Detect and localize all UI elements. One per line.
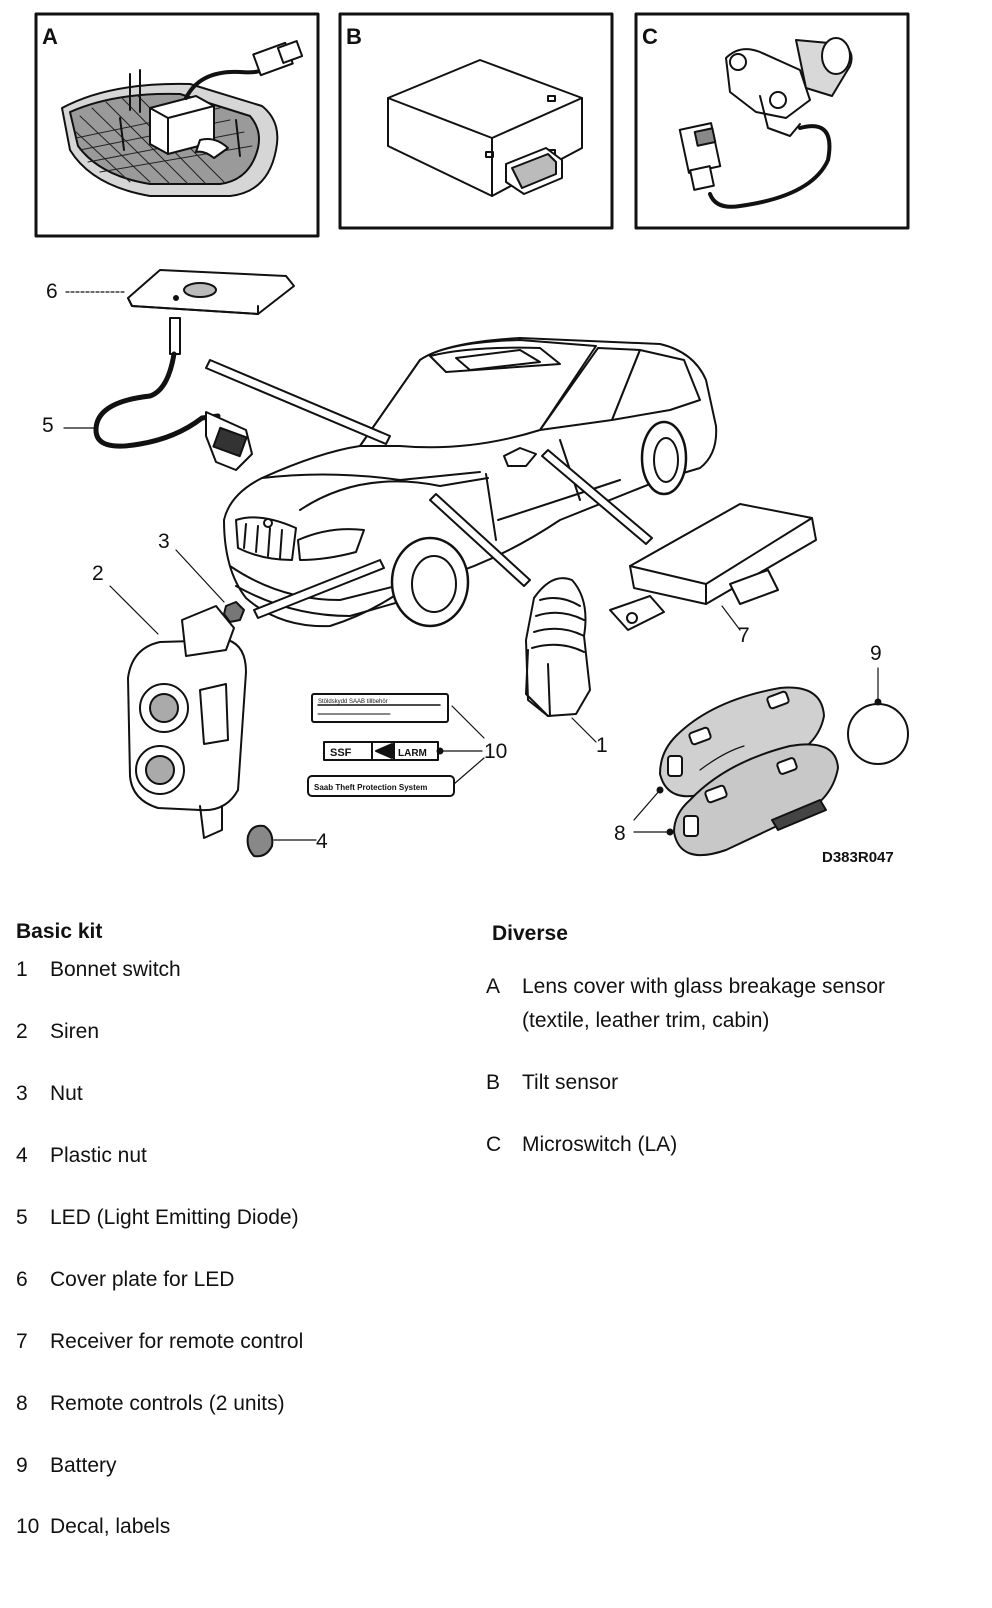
- part-4-plastic-nut: [246, 824, 317, 858]
- item-text: Microswitch (LA): [522, 1133, 678, 1156]
- basic-kit-item-5: 5 LED (Light Emitting Diode): [16, 1201, 299, 1235]
- item-text: Bonnet switch: [50, 958, 181, 981]
- label-10-ssf: SSF: [330, 747, 352, 759]
- item-number: 10: [16, 1515, 40, 1538]
- diverse-item-c: C Microswitch (LA): [486, 1128, 966, 1164]
- part-8-remotes: [633, 686, 839, 857]
- panel-c: C: [634, 12, 910, 230]
- item-number: 4: [16, 1144, 28, 1167]
- label-10-line3: Saab Theft Protection System: [314, 783, 427, 792]
- callout-1: 1: [596, 734, 608, 757]
- item-number: 7: [16, 1330, 28, 1353]
- diverse-item-a: A Lens cover with glass breakage sensor …: [486, 970, 966, 1040]
- basic-kit-item-10: 10 Decal, labels: [16, 1510, 170, 1544]
- part-7-receiver: [609, 503, 817, 631]
- item-text: Decal, labels: [50, 1515, 171, 1538]
- callout-5: 5: [42, 414, 54, 437]
- callout-9: 9: [870, 642, 882, 665]
- item-number: 3: [16, 1082, 28, 1105]
- callout-6: 6: [46, 280, 58, 303]
- basic-kit-item-2: 2 Siren: [16, 1015, 99, 1049]
- item-key: C: [486, 1133, 502, 1156]
- part-6-cover-plate: [65, 269, 295, 315]
- callout-10: 10: [484, 740, 507, 763]
- item-text: Tilt sensor: [522, 1071, 619, 1094]
- basic-kit-item-9: 9 Battery: [16, 1449, 117, 1483]
- label-10-larm: LARM: [398, 748, 427, 759]
- parts-diagram: A B: [34, 12, 910, 866]
- item-text: Cover plate for LED: [50, 1268, 235, 1291]
- basic-kit-item-4: 4 Plastic nut: [16, 1139, 147, 1173]
- callout-8: 8: [614, 822, 626, 845]
- part-3-nut: [175, 549, 245, 623]
- panel-a: A: [34, 12, 320, 238]
- pointer-bars: [205, 359, 653, 619]
- part-5-led: [63, 317, 253, 471]
- basic-kit-item-8: 8 Remote controls (2 units): [16, 1387, 285, 1421]
- item-number: 5: [16, 1206, 28, 1229]
- item-key: A: [486, 975, 501, 998]
- figure-code: D383R047: [822, 849, 894, 866]
- basic-kit-item-7: 7 Receiver for remote control: [16, 1325, 303, 1359]
- item-key: B: [486, 1071, 501, 1094]
- item-text-line1: Lens cover with glass breakage sensor: [522, 975, 886, 998]
- basic-kit-title: Basic kit: [16, 920, 103, 943]
- item-number: 8: [16, 1392, 28, 1415]
- item-text-line2: (textile, leather trim, cabin): [522, 1009, 770, 1032]
- panel-letter-c: C: [642, 24, 658, 49]
- item-text: LED (Light Emitting Diode): [50, 1206, 299, 1229]
- item-text: Plastic nut: [50, 1144, 147, 1167]
- callout-7: 7: [738, 624, 750, 647]
- part-1-bonnet-switch: [525, 577, 597, 743]
- basic-kit-item-1: 1 Bonnet switch: [16, 953, 181, 987]
- item-text: Remote controls (2 units): [50, 1392, 285, 1415]
- callout-4: 4: [316, 830, 328, 853]
- basic-kit-item-6: 6 Cover plate for LED: [16, 1263, 234, 1297]
- car-illustration: [223, 337, 718, 628]
- item-text: Receiver for remote control: [50, 1330, 304, 1353]
- item-text: Lens cover with glass breakage sensor (t…: [522, 970, 982, 1038]
- item-number: 2: [16, 1020, 28, 1043]
- diverse-item-b: B Tilt sensor: [486, 1066, 966, 1102]
- part-2-siren: [109, 585, 247, 839]
- callout-3: 3: [158, 530, 170, 553]
- basic-kit-item-3: 3 Nut: [16, 1077, 83, 1111]
- panel-letter-b: B: [346, 24, 362, 49]
- diverse-title: Diverse: [492, 922, 568, 945]
- item-number: 1: [16, 958, 28, 981]
- item-number: 6: [16, 1268, 28, 1291]
- part-10-labels: [307, 693, 485, 797]
- item-text: Siren: [50, 1020, 100, 1043]
- panel-b: B: [338, 12, 614, 230]
- part-9-battery: [847, 667, 909, 765]
- label-10-line1: Stöldskydd SAAB tillbehör: [318, 699, 388, 705]
- callout-2: 2: [92, 562, 104, 585]
- panel-letter-a: A: [42, 24, 58, 49]
- item-text: Battery: [50, 1454, 117, 1477]
- item-text: Nut: [50, 1082, 83, 1105]
- item-number: 9: [16, 1454, 28, 1477]
